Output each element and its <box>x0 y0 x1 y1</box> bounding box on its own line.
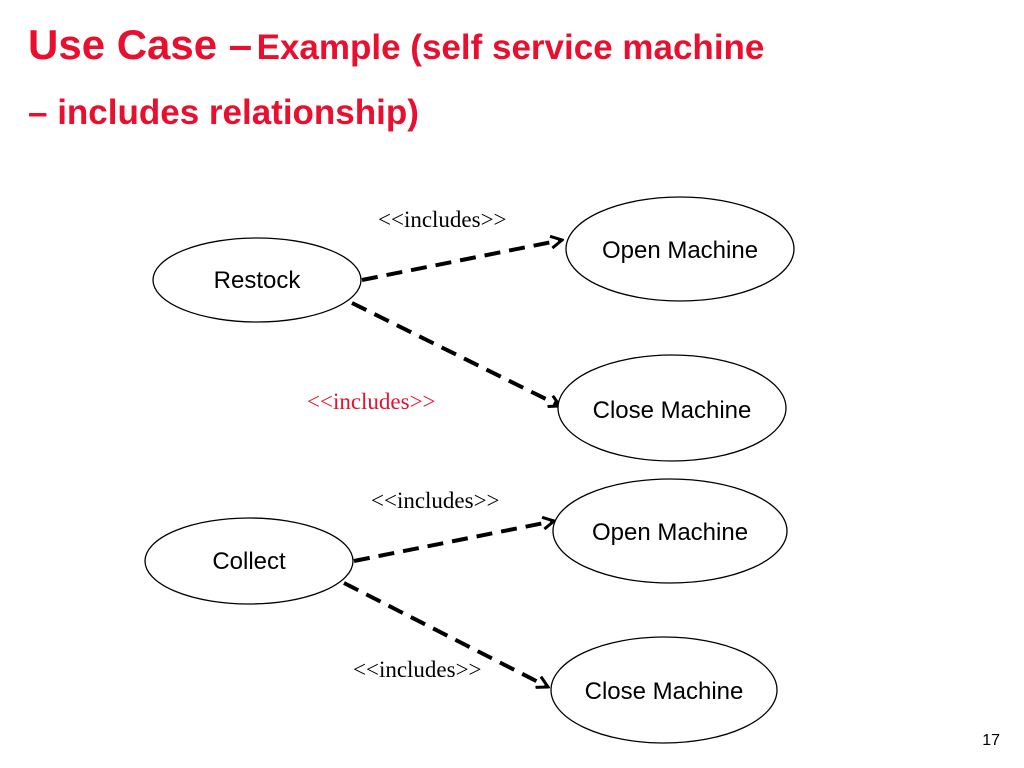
use-case-open-machine-1-label: Open Machine <box>602 237 758 264</box>
use-case-close-machine-2-label: Close Machine <box>585 678 744 705</box>
use-case-open-machine-2-label: Open Machine <box>592 519 748 546</box>
restock-close-dependency <box>351 301 560 406</box>
use-case-close-machine-1: Close Machine <box>557 354 787 462</box>
use-case-open-machine-1: Open Machine <box>565 196 795 302</box>
title-subtitle: Example (self service machine <box>256 28 765 67</box>
collect-close-dependency <box>343 581 548 687</box>
includes-label-restock-close: <<includes>> <box>307 389 436 414</box>
collect-open-dependency <box>353 521 554 563</box>
use-case-restock: Restock <box>152 237 362 323</box>
title-line-1: Use Case – Example (self service machine <box>28 16 1008 84</box>
includes-label-collect-close: <<includes>> <box>353 657 482 682</box>
use-case-collect-label: Collect <box>212 548 286 575</box>
use-case-collect: Collect <box>144 517 354 605</box>
title-main: Use Case – <box>28 21 253 68</box>
use-case-open-machine-2: Open Machine <box>552 478 788 584</box>
page-number: 17 <box>982 732 1000 749</box>
includes-label-collect-open: <<includes>> <box>371 488 500 513</box>
includes-label-restock-open: <<includes>> <box>378 207 507 232</box>
slide-title: Use Case – Example (self service machine… <box>28 16 1008 142</box>
use-case-close-machine-1-label: Close Machine <box>593 397 752 424</box>
use-case-close-machine-2: Close Machine <box>550 636 778 744</box>
restock-open-dependency <box>361 240 562 282</box>
use-case-restock-label: Restock <box>214 267 302 294</box>
title-line-2: – includes relationship) <box>28 93 419 132</box>
